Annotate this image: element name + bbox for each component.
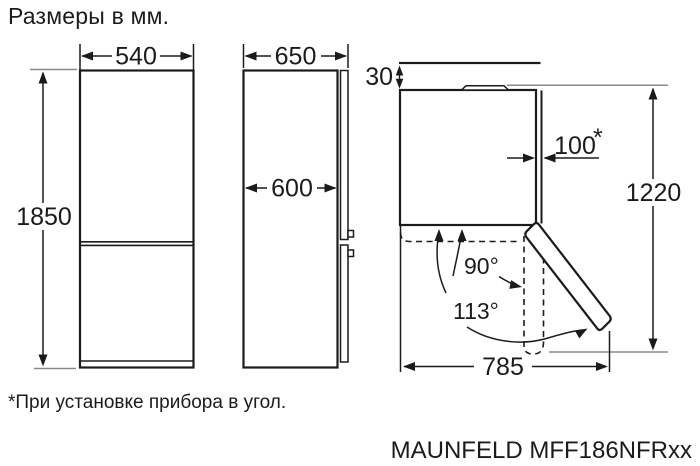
page-title: Размеры в мм. — [8, 3, 170, 29]
arrowhead — [335, 51, 347, 61]
open-depth-label: 1220 — [626, 179, 682, 207]
arrowhead — [38, 354, 48, 367]
arrowhead — [543, 153, 556, 163]
side-lower-door-handle — [347, 249, 355, 258]
arrowhead — [648, 87, 658, 100]
arrowhead — [434, 229, 444, 241]
side-upper-door-handle — [347, 229, 355, 238]
arrowhead — [38, 71, 48, 84]
front-height-label: 1850 — [16, 203, 72, 231]
corner-clearance-label: 100 — [554, 132, 596, 160]
arrowhead — [395, 78, 404, 89]
arrowhead — [245, 183, 257, 193]
side-body-outline — [242, 69, 339, 369]
door-angle-90-label: 90° — [464, 253, 499, 279]
arrowhead — [324, 183, 337, 193]
arrowhead — [648, 338, 658, 351]
side-lower-door — [339, 244, 349, 363]
side-upper-door — [339, 69, 349, 241]
arrowhead — [180, 51, 193, 61]
side-view: 650 600 — [242, 43, 355, 369]
corner-clearance-asterisk: * — [593, 124, 603, 152]
door-open-90-dashed — [523, 231, 545, 355]
arc-113-leader — [466, 326, 584, 343]
model-number: MAUNFELD MFF186NFRxx — [390, 437, 692, 464]
arrowhead — [523, 153, 535, 163]
arrowhead — [457, 229, 467, 241]
rear-clearance-label: 30 — [365, 63, 393, 91]
top-view: 30 100 * — [365, 61, 682, 381]
front-view: 540 1850 — [16, 43, 195, 370]
side-depth-total-label: 650 — [275, 43, 317, 71]
top-hinge-bump — [459, 85, 511, 91]
front-body-outline — [78, 69, 195, 369]
corner-install-footnote: *При установке прибора в угол. — [8, 392, 287, 413]
front-width-label: 540 — [115, 43, 157, 71]
door-angle-113-label: 113° — [453, 298, 499, 324]
arrowhead — [81, 51, 93, 61]
arrowhead — [574, 328, 588, 339]
open-width-label: 785 — [482, 353, 524, 381]
side-depth-body-label: 600 — [271, 175, 313, 203]
arrowhead — [244, 51, 257, 61]
arrowhead — [509, 280, 522, 289]
arrowhead — [395, 65, 404, 76]
arrowhead — [596, 362, 608, 371]
arrowhead — [403, 362, 415, 371]
door-open-113 — [524, 221, 612, 332]
